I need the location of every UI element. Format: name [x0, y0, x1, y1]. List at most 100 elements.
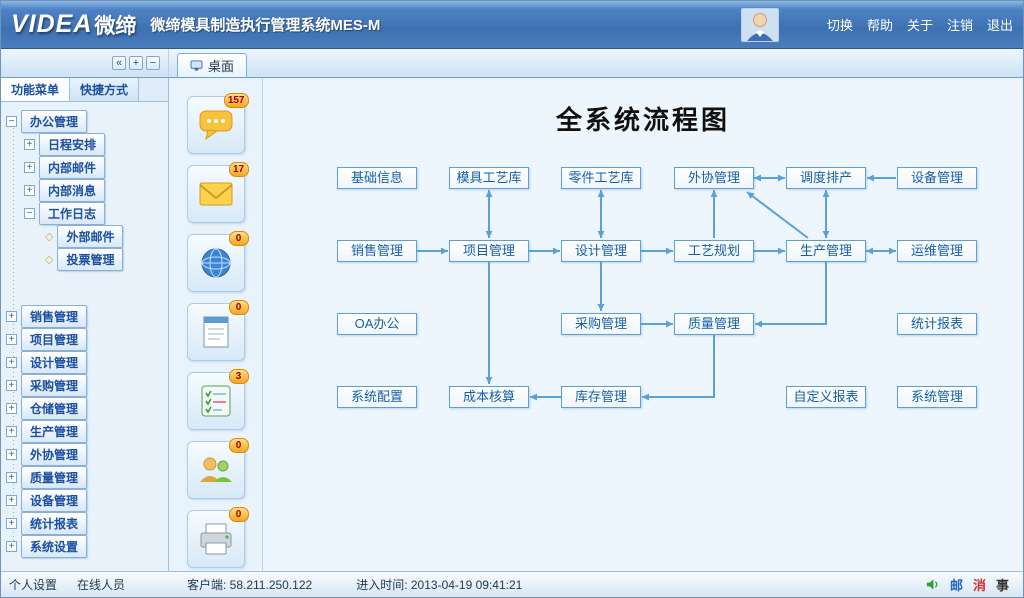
nav-link-退出[interactable]: 退出: [986, 18, 1013, 33]
flow-node-自定义报表[interactable]: 自定义报表: [786, 386, 866, 408]
sidebar-item-内部消息[interactable]: 内部消息: [39, 179, 106, 202]
badge-count: 0: [228, 231, 249, 246]
sidebar-item-质量管理[interactable]: 质量管理: [21, 466, 88, 489]
tree-row: + 采购管理: [1, 374, 168, 397]
collapse-all-button[interactable]: −: [146, 56, 160, 70]
tree-row: + 内部消息: [1, 179, 168, 202]
quick-icon-strip: 157 17 0 0 3 0 0: [169, 78, 263, 571]
flow-node-库存管理[interactable]: 库存管理: [561, 386, 641, 408]
flow-node-销售管理[interactable]: 销售管理: [337, 240, 417, 262]
flow-node-成本核算[interactable]: 成本核算: [449, 386, 529, 408]
sidebar-item-项目管理[interactable]: 项目管理: [21, 328, 88, 351]
status-link-在线人员[interactable]: 在线人员: [77, 578, 126, 592]
expand-node-icon[interactable]: +: [24, 162, 35, 173]
function-menu-tree: −办公管理+日程安排+内部邮件+内部消息−工作日志◇外部邮件◇投票管理+销售管理…: [1, 102, 168, 571]
flow-node-项目管理[interactable]: 项目管理: [449, 240, 529, 262]
flow-node-系统管理[interactable]: 系统管理: [897, 386, 977, 408]
expand-node-icon[interactable]: +: [6, 541, 17, 552]
tasks-icon[interactable]: 3: [186, 369, 249, 430]
sidebar-tabs: 功能菜单 快捷方式: [1, 78, 168, 102]
sidebar-item-采购管理[interactable]: 采购管理: [21, 374, 88, 397]
sidebar-item-设计管理[interactable]: 设计管理: [21, 351, 88, 374]
tab-shortcuts[interactable]: 快捷方式: [70, 78, 140, 101]
flow-node-系统配置[interactable]: 系统配置: [337, 386, 417, 408]
collapse-panel-button[interactable]: «: [112, 56, 126, 70]
flow-node-模具工艺库[interactable]: 模具工艺库: [449, 167, 529, 189]
flow-node-设计管理[interactable]: 设计管理: [561, 240, 641, 262]
expand-node-icon[interactable]: +: [24, 185, 35, 196]
sidebar-item-系统设置[interactable]: 系统设置: [21, 535, 88, 558]
sidebar-item-投票管理[interactable]: 投票管理: [57, 248, 124, 271]
chat-icon[interactable]: 157: [186, 93, 249, 154]
expand-node-icon[interactable]: +: [24, 139, 35, 150]
flow-node-质量管理[interactable]: 质量管理: [674, 313, 754, 335]
nav-link-切换[interactable]: 切换: [826, 18, 853, 33]
status-shortcut-邮[interactable]: 邮: [949, 578, 963, 593]
tree-row: + 仓储管理: [1, 397, 168, 420]
expand-node-icon[interactable]: +: [6, 403, 17, 414]
collapse-node-icon[interactable]: −: [24, 208, 35, 219]
tree-row: + 系统设置: [1, 535, 168, 558]
flow-node-基础信息[interactable]: 基础信息: [337, 167, 417, 189]
flow-node-统计报表[interactable]: 统计报表: [897, 313, 977, 335]
notes-icon[interactable]: 0: [186, 300, 249, 361]
nav-link-关于[interactable]: 关于: [906, 18, 933, 33]
expand-node-icon[interactable]: +: [6, 472, 17, 483]
flow-node-调度排产[interactable]: 调度排产: [786, 167, 866, 189]
badge-count: 0: [228, 300, 249, 315]
badge-count: 157: [223, 93, 249, 108]
flow-node-采购管理[interactable]: 采购管理: [561, 313, 641, 335]
sidebar-item-日程安排[interactable]: 日程安排: [39, 133, 106, 156]
expand-node-icon[interactable]: +: [6, 495, 17, 506]
flow-node-外协管理[interactable]: 外协管理: [674, 167, 754, 189]
diamond-bullet-icon[interactable]: ◇: [45, 254, 54, 266]
sidebar-item-内部邮件[interactable]: 内部邮件: [39, 156, 106, 179]
sidebar-item-仓储管理[interactable]: 仓储管理: [21, 397, 88, 420]
expand-node-icon[interactable]: +: [6, 311, 17, 322]
expand-node-icon[interactable]: +: [6, 380, 17, 391]
status-shortcut-事[interactable]: 事: [995, 578, 1009, 593]
flow-node-设备管理[interactable]: 设备管理: [897, 167, 977, 189]
speaker-icon[interactable]: [925, 577, 940, 592]
desktop-content: 全系统流程图 基础信息 模具工艺库 零件工艺库 外协管理 调度排产 设备管理销售管理 项目管…: [263, 78, 1023, 571]
nav-link-注销[interactable]: 注销: [946, 18, 973, 33]
sidebar-item-设备管理[interactable]: 设备管理: [21, 489, 88, 512]
flow-node-工艺规划[interactable]: 工艺规划: [674, 240, 754, 262]
expand-node-icon[interactable]: +: [6, 357, 17, 368]
nav-link-帮助[interactable]: 帮助: [866, 18, 893, 33]
tab-desktop[interactable]: 桌面: [177, 53, 248, 77]
expand-node-icon[interactable]: +: [6, 334, 17, 345]
flowchart-title: 全系统流程图: [555, 105, 730, 135]
expand-all-button[interactable]: +: [129, 56, 143, 70]
diamond-bullet-icon[interactable]: ◇: [45, 231, 54, 243]
expand-node-icon[interactable]: +: [6, 518, 17, 529]
tab-strip: « + − 桌面: [1, 49, 1023, 78]
web-mail-icon[interactable]: 0: [186, 231, 249, 292]
collapse-node-icon[interactable]: −: [6, 116, 17, 127]
flow-node-运维管理[interactable]: 运维管理: [897, 240, 977, 262]
flow-node-OA办公[interactable]: OA办公: [337, 313, 417, 335]
sidebar-controls: « + −: [1, 49, 169, 77]
contacts-icon[interactable]: 0: [186, 438, 249, 499]
sidebar-item-外协管理[interactable]: 外协管理: [21, 443, 88, 466]
sidebar-item-办公管理[interactable]: 办公管理: [21, 110, 88, 133]
expand-node-icon[interactable]: +: [6, 449, 17, 460]
flow-node-零件工艺库[interactable]: 零件工艺库: [561, 167, 641, 189]
tree-row: + 设计管理: [1, 351, 168, 374]
sidebar-item-统计报表[interactable]: 统计报表: [21, 512, 88, 535]
user-avatar[interactable]: [740, 7, 779, 42]
sidebar-item-工作日志[interactable]: 工作日志: [39, 202, 106, 225]
flow-node-生产管理[interactable]: 生产管理: [786, 240, 866, 262]
sidebar-item-生产管理[interactable]: 生产管理: [21, 420, 88, 443]
tree-row: −工作日志: [1, 202, 168, 225]
fax-icon[interactable]: 0: [186, 507, 249, 568]
expand-node-icon[interactable]: +: [6, 426, 17, 437]
tab-function-menu[interactable]: 功能菜单: [1, 78, 71, 101]
header-nav: 切换帮助关于注销退出: [827, 15, 1013, 34]
sidebar-item-外部邮件[interactable]: 外部邮件: [57, 225, 124, 248]
status-shortcut-消[interactable]: 消: [972, 578, 986, 593]
status-link-个人设置[interactable]: 个人设置: [9, 578, 58, 592]
sidebar-item-销售管理[interactable]: 销售管理: [21, 305, 88, 328]
mail-icon[interactable]: 17: [186, 162, 249, 223]
